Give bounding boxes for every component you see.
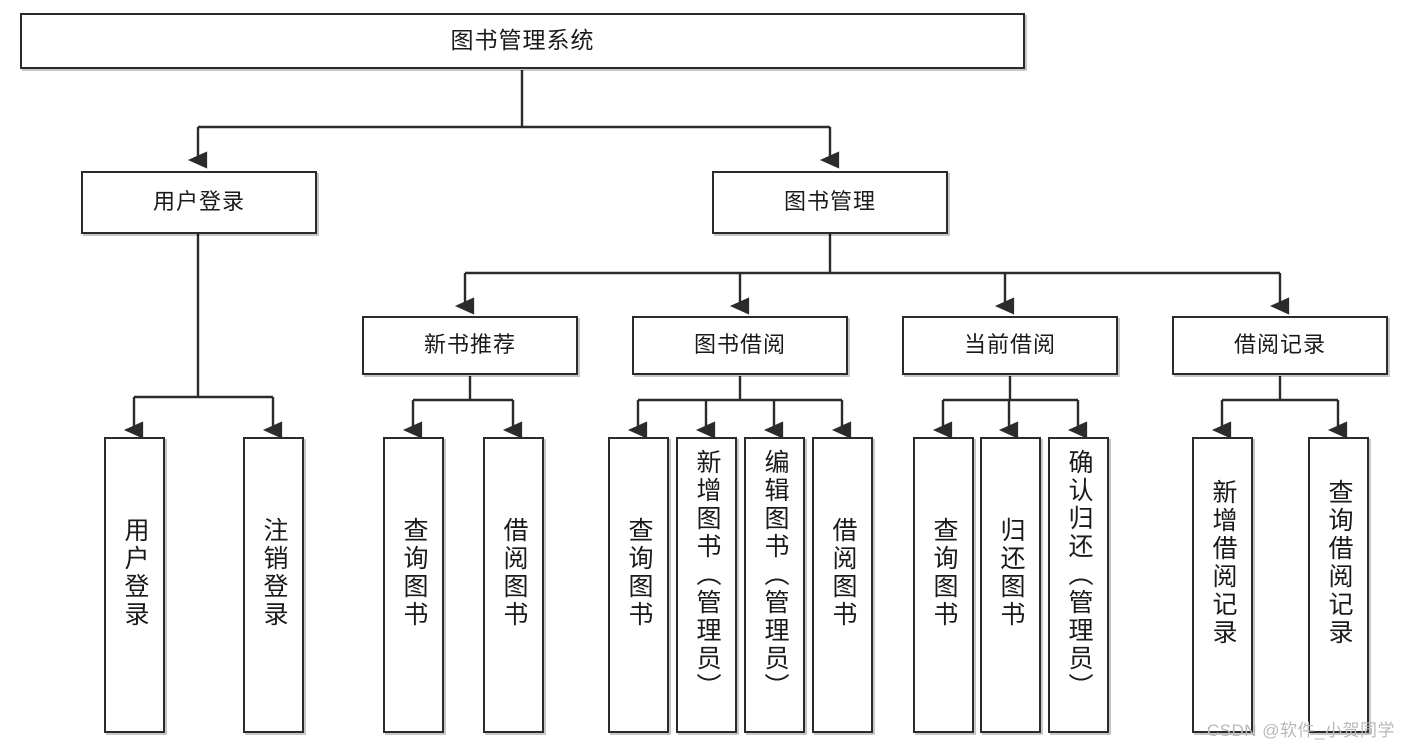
- leaf-add-book[interactable]: 新增图书（管理员）: [676, 437, 737, 733]
- node-new-book-recommend[interactable]: 新书推荐: [362, 316, 578, 375]
- node-root-label: 图书管理系统: [450, 27, 595, 54]
- node-book-borrow[interactable]: 图书借阅: [632, 316, 848, 375]
- leaf-query-borrow-record-label: 查询借阅记录: [1325, 479, 1353, 647]
- node-user-login[interactable]: 用户登录: [81, 171, 317, 234]
- node-root[interactable]: 图书管理系统: [20, 13, 1025, 69]
- leaf-query-book-2-label: 查询图书: [625, 517, 653, 629]
- leaf-edit-book-label: 编辑图书（管理员）: [761, 449, 789, 701]
- node-book-manage[interactable]: 图书管理: [712, 171, 948, 234]
- leaf-borrow-book-1[interactable]: 借阅图书: [483, 437, 544, 733]
- node-new-book-recommend-label: 新书推荐: [423, 332, 516, 358]
- leaf-query-book-1-label: 查询图书: [400, 517, 428, 629]
- leaf-query-book-2[interactable]: 查询图书: [608, 437, 669, 733]
- node-current-borrow-label: 当前借阅: [963, 332, 1056, 358]
- node-current-borrow[interactable]: 当前借阅: [902, 316, 1118, 375]
- leaf-query-book-3[interactable]: 查询图书: [913, 437, 974, 733]
- leaf-add-borrow-record-label: 新增借阅记录: [1209, 479, 1237, 647]
- leaf-logout-login-label: 注销登录: [260, 517, 288, 629]
- node-book-borrow-label: 图书借阅: [693, 332, 786, 358]
- node-borrow-record[interactable]: 借阅记录: [1172, 316, 1388, 375]
- leaf-edit-book[interactable]: 编辑图书（管理员）: [744, 437, 805, 733]
- leaf-user-login[interactable]: 用户登录: [104, 437, 165, 733]
- node-user-login-label: 用户登录: [152, 189, 245, 215]
- leaf-borrow-book-1-label: 借阅图书: [500, 517, 528, 629]
- leaf-query-book-3-label: 查询图书: [930, 517, 958, 629]
- leaf-user-login-label: 用户登录: [121, 517, 149, 629]
- leaf-confirm-return[interactable]: 确认归还（管理员）: [1048, 437, 1109, 733]
- leaf-query-borrow-record[interactable]: 查询借阅记录: [1308, 437, 1369, 733]
- leaf-return-book-label: 归还图书: [997, 517, 1025, 629]
- leaf-add-book-label: 新增图书（管理员）: [693, 449, 721, 701]
- leaf-confirm-return-label: 确认归还（管理员）: [1065, 449, 1093, 701]
- leaf-logout-login[interactable]: 注销登录: [243, 437, 304, 733]
- leaf-borrow-book-2-label: 借阅图书: [829, 517, 857, 629]
- watermark-text: CSDN @软件_小贺同学: [1206, 721, 1395, 740]
- leaf-return-book[interactable]: 归还图书: [980, 437, 1041, 733]
- node-borrow-record-label: 借阅记录: [1233, 332, 1326, 358]
- node-book-manage-label: 图书管理: [783, 189, 876, 215]
- leaf-borrow-book-2[interactable]: 借阅图书: [812, 437, 873, 733]
- leaf-add-borrow-record[interactable]: 新增借阅记录: [1192, 437, 1253, 733]
- leaf-query-book-1[interactable]: 查询图书: [383, 437, 444, 733]
